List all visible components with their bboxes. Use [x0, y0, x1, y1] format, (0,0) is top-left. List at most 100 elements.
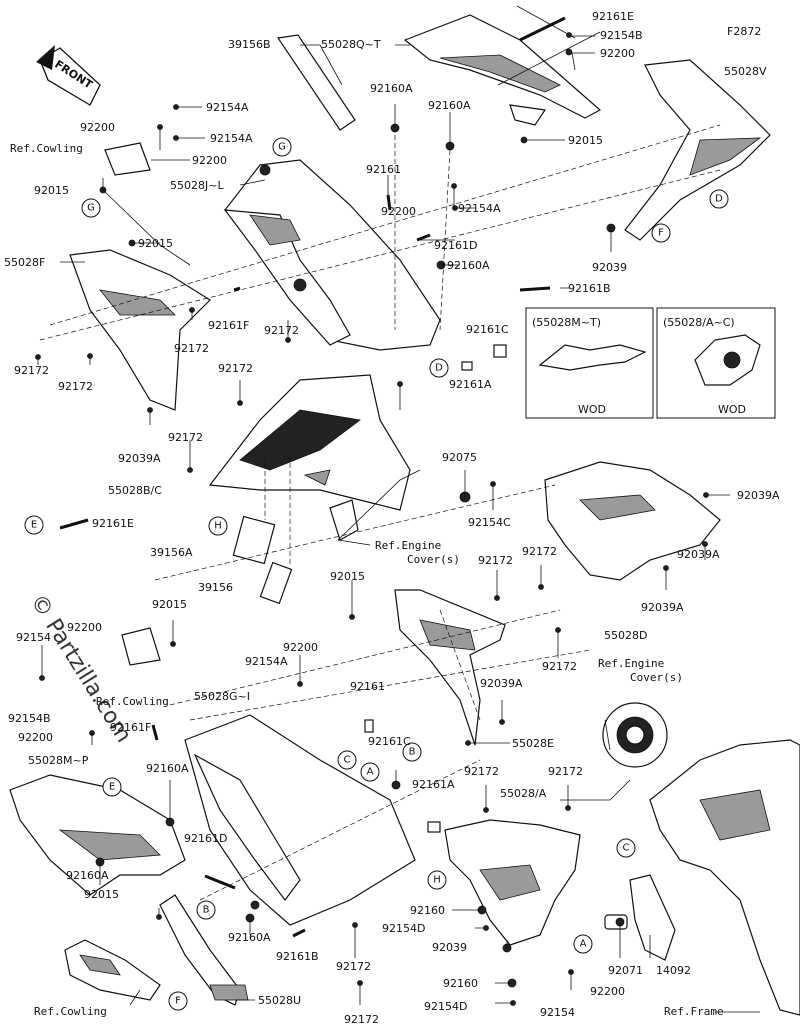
svg-text:F: F	[175, 996, 181, 1007]
label: 92172	[344, 1013, 379, 1026]
label: 92160A	[428, 99, 471, 112]
label: 55028U	[258, 994, 301, 1007]
callout-g-1: G	[272, 137, 292, 157]
inset-wod-1: (55028M~T) WOD	[525, 307, 654, 419]
svg-text:B: B	[409, 747, 416, 758]
label: 92154B	[8, 712, 51, 725]
label: 92200	[381, 205, 416, 218]
ref-cowling-mid: Ref.Cowling	[96, 695, 169, 708]
label: 92161	[366, 163, 401, 176]
label: 92015	[152, 598, 187, 611]
svg-text:H: H	[433, 875, 441, 886]
side-cowl-right-part	[624, 59, 771, 241]
label: 92172	[218, 362, 253, 375]
upper-cowl-part	[403, 14, 602, 126]
label: 55028B/C	[108, 484, 162, 497]
callout-c-2: C	[616, 838, 636, 858]
bracket-top-left-part	[104, 142, 151, 176]
cowl-55028f-part	[69, 249, 211, 411]
label: 92039	[592, 261, 627, 274]
ref-engine-cover-1a: Ref.Engine	[375, 539, 441, 552]
label: 39156A	[150, 546, 193, 559]
label: 92161E	[592, 10, 634, 23]
callout-c-1: C	[337, 750, 357, 770]
label: 92160A	[228, 931, 271, 944]
cowl-55028a-part	[444, 819, 581, 946]
engine-cover-part	[602, 702, 668, 768]
label: 92172	[478, 554, 513, 567]
label: 92161F	[110, 721, 151, 734]
label: 92015	[84, 888, 119, 901]
svg-text:D: D	[435, 363, 443, 374]
label: 92161E	[92, 517, 134, 530]
label: 92154D	[382, 922, 425, 935]
svg-text:A: A	[580, 939, 587, 950]
label: 55028M~P	[28, 754, 89, 767]
inset-wod-2-title: (55028/A~C)	[663, 316, 735, 329]
label: 92161C	[466, 323, 509, 336]
fin-55028u-part	[159, 894, 249, 1006]
callout-f-1: F	[651, 223, 671, 243]
callout-d-2: D	[429, 358, 449, 378]
label: 92200	[192, 154, 227, 167]
label: 92160	[443, 977, 478, 990]
callout-circles: G G D D F E H C A E B B C F H A	[24, 137, 729, 1011]
label: 92161B	[276, 950, 319, 963]
label: 92161C	[368, 735, 411, 748]
label: 14092	[656, 964, 691, 977]
label: 92154A	[458, 202, 501, 215]
svg-text:F: F	[658, 228, 664, 239]
label: 55028F	[4, 256, 45, 269]
label: 92039A	[677, 548, 720, 561]
label: 92172	[174, 342, 209, 355]
label: 55028V	[724, 65, 767, 78]
ref-engine-cover-1b: Cover(s)	[407, 553, 460, 566]
callout-b-2: B	[196, 900, 216, 920]
bracket-14092-part	[604, 874, 676, 961]
svg-text:H: H	[214, 521, 222, 532]
label: 55028E	[512, 737, 554, 750]
label: 92161	[350, 680, 385, 693]
cowl-55028e-part	[394, 589, 506, 746]
cowl-55028d-part	[544, 461, 721, 581]
label: 92160A	[146, 762, 189, 775]
label: 92154A	[245, 655, 288, 668]
middle-cowl-part	[223, 159, 441, 351]
label: 92161F	[208, 319, 249, 332]
label: 92200	[18, 731, 53, 744]
callout-f-2: F	[168, 991, 188, 1011]
label: 92172	[264, 324, 299, 337]
label: 92154	[540, 1006, 575, 1019]
label: 92172	[168, 431, 203, 444]
label: 55028G~I	[194, 690, 250, 703]
block-39156a-part	[232, 515, 276, 565]
svg-text:C: C	[623, 843, 630, 854]
label: 39156B	[228, 38, 271, 51]
label: 92015	[34, 184, 69, 197]
label: 92154D	[424, 1000, 467, 1013]
cowl-bottom-left-part	[64, 939, 161, 1001]
cowl-55028gi-part	[184, 714, 416, 926]
callout-h-2: H	[427, 870, 447, 890]
callout-b-1: B	[402, 742, 422, 762]
ref-engine-cover-2a: Ref.Engine	[598, 657, 664, 670]
svg-text:C: C	[344, 755, 351, 766]
svg-text:G: G	[278, 142, 286, 153]
label: 92075	[442, 451, 477, 464]
callout-e-2: E	[102, 777, 122, 797]
label: 92161A	[412, 778, 455, 791]
label: 55028Q~T	[321, 38, 381, 51]
figure-code: F2872	[727, 25, 761, 38]
svg-text:G: G	[87, 203, 95, 214]
label: 92172	[336, 960, 371, 973]
label: 92015	[330, 570, 365, 583]
bracket-engine-cover-part	[329, 499, 359, 541]
label: 92071	[608, 964, 643, 977]
inset-wod-2-caption: WOD	[718, 403, 746, 416]
block-39156-part	[259, 561, 293, 605]
label: 92015	[568, 134, 603, 147]
callout-g-2: G	[81, 198, 101, 218]
ref-cowling-top: Ref.Cowling	[10, 142, 83, 155]
reference-labels: Ref.Cowling Ref.Cowling Ref.Cowling Ref.…	[10, 142, 724, 1018]
